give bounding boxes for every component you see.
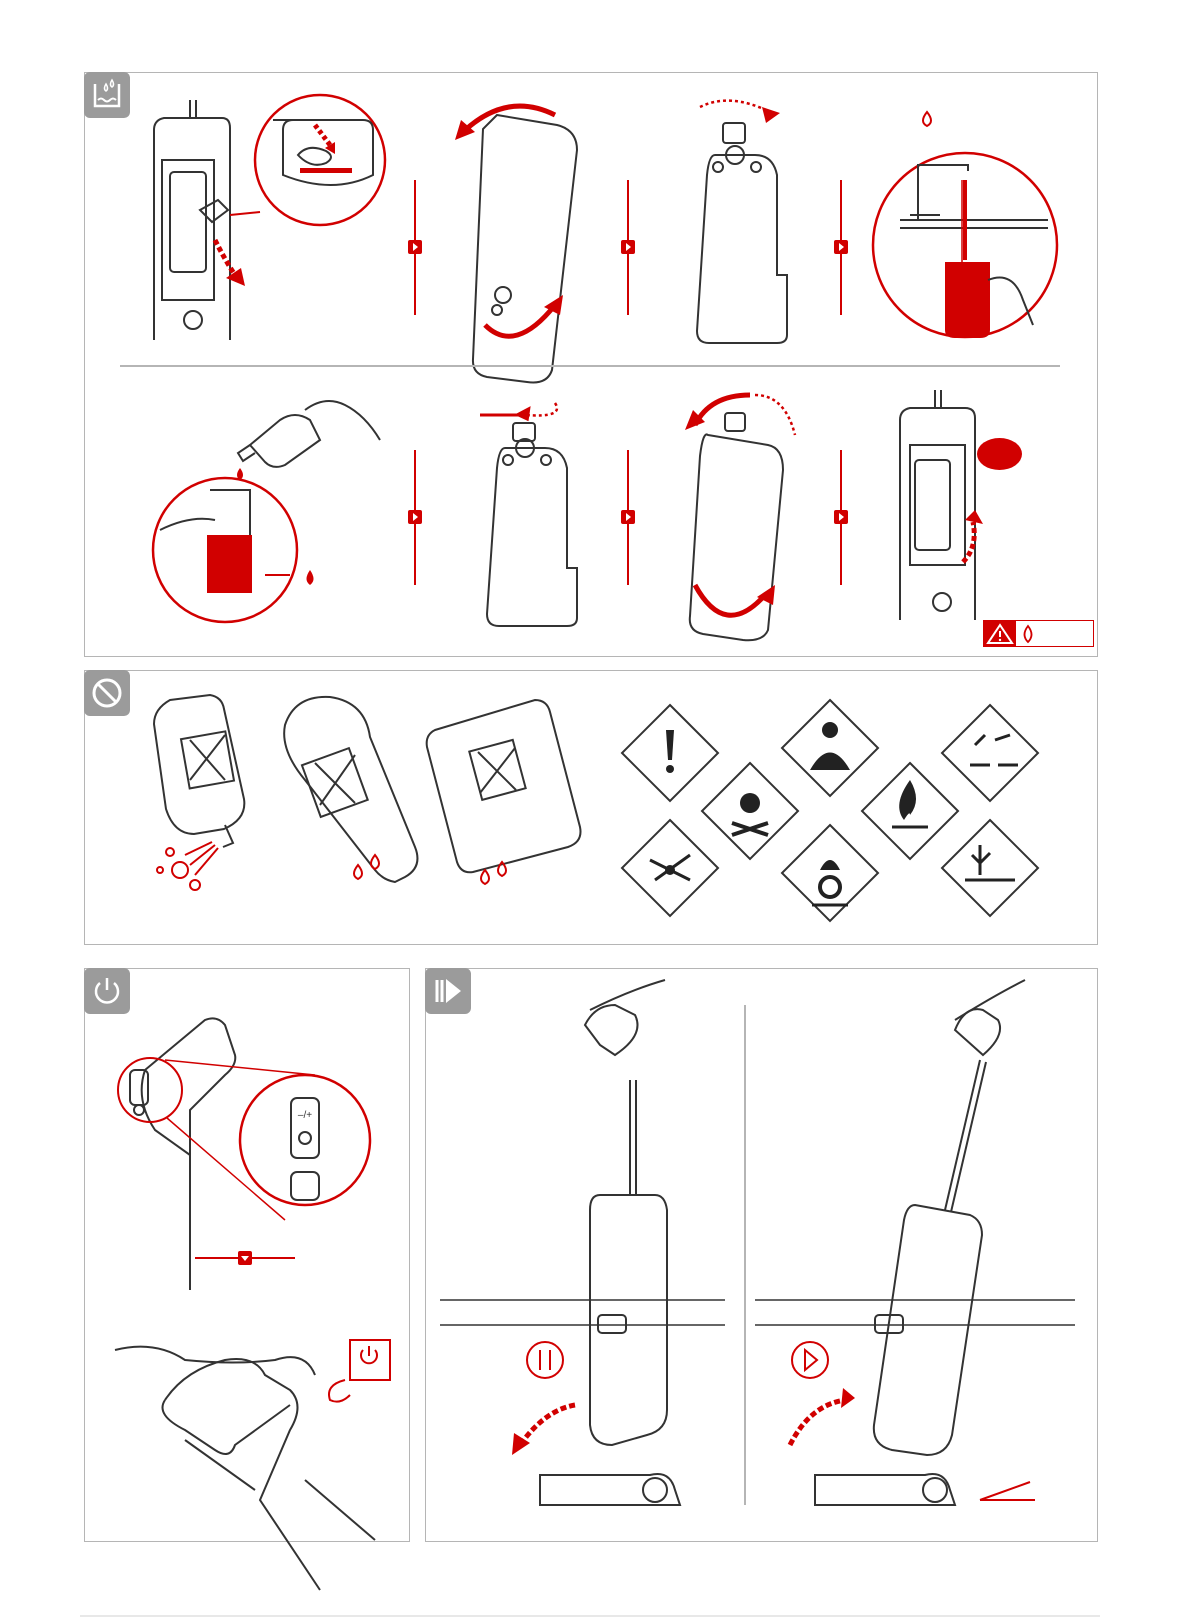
water-tank-icon [84, 72, 130, 118]
power-tab [84, 968, 130, 1014]
step-unscrew-cap [690, 95, 800, 345]
step-separator [627, 180, 629, 315]
environment-hazard-icon [942, 820, 1038, 916]
prohibited-icon [84, 670, 130, 716]
row-divider [120, 365, 1060, 367]
step-separator [195, 1257, 295, 1259]
health-hazard-icon [782, 700, 878, 796]
step-separator [414, 450, 416, 585]
forbidden-spray-bottle [140, 690, 260, 890]
warning-label [983, 620, 1094, 647]
level-bubble [977, 438, 1022, 470]
upright-pause-illustration [440, 985, 735, 1515]
hazard-symbols [620, 695, 1060, 925]
hand-press-power [95, 1320, 405, 1535]
step-separator [627, 450, 629, 585]
step-separator [840, 180, 842, 315]
corrosive-icon [942, 705, 1038, 801]
forbidden-bottle [275, 695, 425, 910]
prohibited-tab [84, 670, 130, 716]
step-separator [414, 180, 416, 315]
step-screw-cap [480, 398, 590, 628]
water-drop-icon [1020, 624, 1036, 644]
step-rotate-back [680, 385, 810, 640]
step-remove-tank [140, 100, 400, 345]
step-fill-water [870, 100, 1060, 350]
page-footer [0, 1602, 1180, 1617]
handle-controls: –/+ [105, 1010, 405, 1290]
step-rotate-tank [455, 85, 595, 345]
step-insert-tank [895, 390, 995, 625]
tilted-play-illustration [755, 985, 1085, 1515]
power-icon [84, 968, 130, 1014]
step-add-detergent [145, 400, 405, 625]
fill-tank-tab [84, 72, 130, 118]
minus-plus-label: –/+ [298, 1110, 312, 1121]
warning-icon [984, 621, 1016, 646]
oxidizer-icon [782, 825, 878, 921]
forbidden-cartridge [420, 690, 580, 905]
step-separator [840, 450, 842, 585]
panel-divider [744, 1005, 746, 1505]
